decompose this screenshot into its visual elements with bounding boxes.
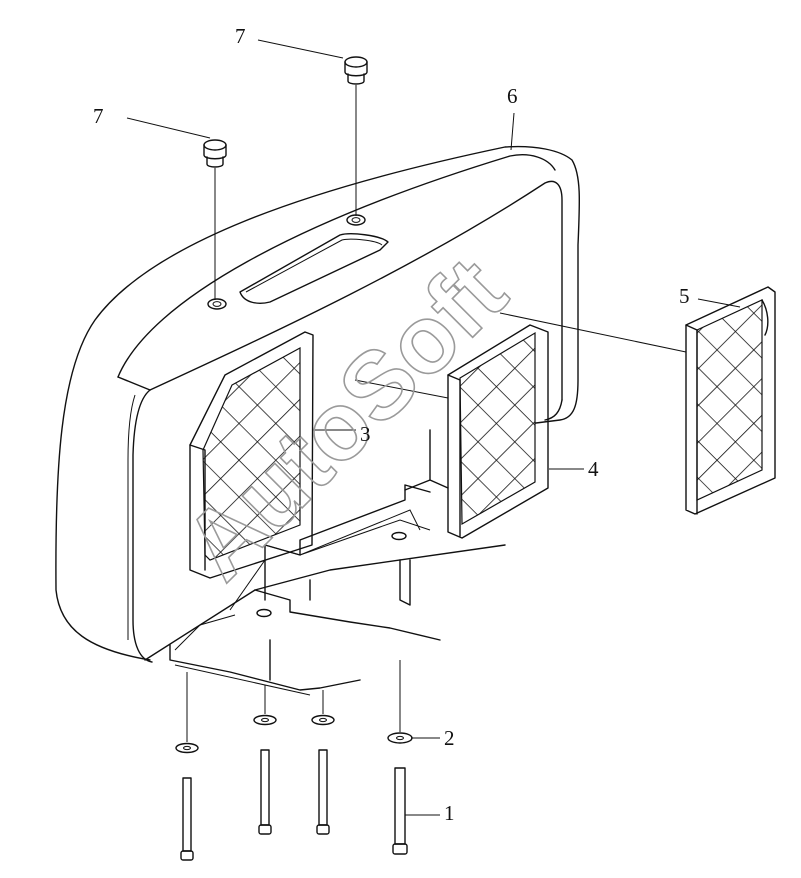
grommet-right — [344, 56, 368, 216]
callout-6: 6 — [507, 84, 518, 108]
bolt-washer-1 — [175, 672, 199, 861]
left-filter-screen — [189, 331, 314, 579]
callout-3: 3 — [360, 422, 371, 446]
callout-7-left: 7 — [93, 104, 104, 128]
grommet-left — [203, 139, 227, 300]
side-filter-panel — [685, 286, 776, 515]
bolt-washer-2 — [253, 685, 277, 835]
callout-7-right: 7 — [235, 24, 246, 48]
callout-2: 2 — [444, 726, 455, 750]
cover-housing — [55, 145, 581, 663]
top-access-panel — [239, 233, 389, 304]
base-bracket — [144, 484, 506, 696]
callout-4: 4 — [588, 457, 599, 481]
middle-filter-screen — [404, 324, 549, 539]
bolt-washer-4 — [387, 660, 413, 855]
callout-5: 5 — [679, 284, 690, 308]
callout-1: 1 — [444, 801, 455, 825]
bolt-washer-3 — [311, 690, 335, 835]
leader-lines — [126, 39, 741, 816]
